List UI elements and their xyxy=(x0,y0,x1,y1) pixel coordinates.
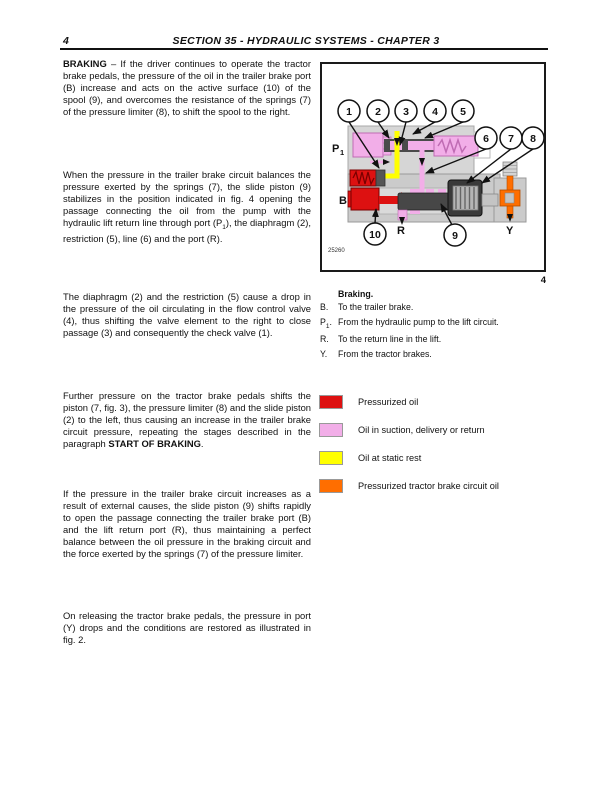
legend-item-pressurized: Pressurized oil xyxy=(319,395,579,409)
paragraph-release-text: On releasing the tractor brake pedals, t… xyxy=(63,610,311,645)
static-oil-swatch xyxy=(319,451,343,465)
callout-10: 10 xyxy=(363,222,387,246)
svg-text:9: 9 xyxy=(452,230,458,242)
paragraph-external-causes: If the pressure in the trailer brake cir… xyxy=(63,488,311,559)
svg-text:2: 2 xyxy=(375,106,381,118)
port-labels: P 1 B R Y xyxy=(332,143,514,237)
callout-9: 9 xyxy=(443,223,467,247)
legend-label: Pressurized oil xyxy=(358,397,419,407)
svg-text:1: 1 xyxy=(346,106,352,118)
header-rule xyxy=(60,48,548,50)
legend-label: Pressurized tractor brake circuit oil xyxy=(358,481,499,491)
callout-5: 5 xyxy=(451,99,475,123)
legend-label: Oil in suction, delivery or return xyxy=(358,425,485,435)
callout-8: 8 xyxy=(521,126,545,150)
page-title: SECTION 35 - HYDRAULIC SYSTEMS - CHAPTER… xyxy=(172,35,440,47)
key-letter-r: R. xyxy=(320,333,329,344)
tractor-brake-oil-swatch xyxy=(319,479,343,493)
port-label-b: B xyxy=(339,195,347,207)
hydraulic-valve-diagram: 1 2 3 4 5 6 7 8 9 10 P 1 B R Y 25260 xyxy=(328,99,545,254)
svg-text:4: 4 xyxy=(432,106,438,118)
callout-2: 2 xyxy=(366,99,390,123)
figure-code: 25260 xyxy=(328,248,345,254)
port-label-y: Y xyxy=(506,225,514,237)
paragraph-further-text: Further pressure on the tractor brake pe… xyxy=(63,390,311,449)
key-text-r: To the return line in the lift. xyxy=(338,333,442,344)
svg-text:6: 6 xyxy=(483,133,489,145)
legend-item-tractor-brake: Pressurized tractor brake circuit oil xyxy=(319,479,579,493)
upper-spool-assembly xyxy=(352,132,479,165)
key-row-b: B. To the trailer brake. xyxy=(320,302,560,312)
callout-1: 1 xyxy=(337,99,361,123)
callout-7: 7 xyxy=(499,126,523,150)
legend-label: Oil at static rest xyxy=(358,453,422,463)
page-number: 4 xyxy=(63,35,69,47)
limiter-spring-housing xyxy=(447,179,499,217)
start-of-braking-ref: START OF BRAKING xyxy=(108,437,201,449)
key-row-y: Y. From the tractor brakes. xyxy=(320,349,560,359)
key-letter-y: Y. xyxy=(320,348,328,359)
check-valve-fitting xyxy=(349,169,386,187)
key-text-p1: From the hydraulic pump to the lift circ… xyxy=(338,316,499,327)
paragraph-further-pressure: Further pressure on the tractor brake pe… xyxy=(63,390,311,450)
paragraph-braking: BRAKING – If the driver continues to ope… xyxy=(63,58,311,118)
svg-text:8: 8 xyxy=(530,133,536,145)
figure-key: B. To the trailer brake. P1. From the hy… xyxy=(320,302,560,363)
key-row-p1: P1. From the hydraulic pump to the lift … xyxy=(320,317,560,330)
figure-number: 4 xyxy=(540,275,546,286)
p1-subscript: 1 xyxy=(222,223,226,231)
paragraph-release: On releasing the tractor brake pedals, t… xyxy=(63,610,311,646)
paragraph-external-text: If the pressure in the trailer brake cir… xyxy=(63,488,311,559)
paragraph-diaphragm: The diaphragm (2) and the restriction (5… xyxy=(63,291,311,339)
oil-color-legend: Pressurized oil Oil in suction, delivery… xyxy=(319,395,579,507)
key-text-b: To the trailer brake. xyxy=(338,302,414,312)
callout-3: 3 xyxy=(394,99,418,123)
legend-item-suction: Oil in suction, delivery or return xyxy=(319,423,579,437)
callout-4: 4 xyxy=(423,99,447,123)
static-oil-line xyxy=(384,131,400,179)
svg-text:7: 7 xyxy=(508,133,514,145)
key-row-r: R. To the return line in the lift. xyxy=(320,334,560,344)
suction-oil-swatch xyxy=(319,423,343,437)
svg-text:5: 5 xyxy=(460,106,466,118)
return-port-drain xyxy=(397,209,408,225)
port-label-p1-sub: 1 xyxy=(340,148,344,157)
paragraph-balance-text-b: ), the diaphragm (2), restriction (5), l… xyxy=(63,216,311,245)
braking-text: – If the driver continues to operate the… xyxy=(63,58,311,117)
paragraph-balance-text-a: When the pressure in the trailer brake c… xyxy=(63,169,311,228)
limiter-spring xyxy=(437,137,467,155)
svg-text:10: 10 xyxy=(369,229,381,241)
callout-leaders xyxy=(348,121,534,226)
paragraph-diaphragm-text: The diaphragm (2) and the restriction (5… xyxy=(63,291,311,338)
figure-caption-title: Braking. xyxy=(338,289,374,299)
callout-6: 6 xyxy=(474,126,498,150)
braking-lead: BRAKING xyxy=(63,58,107,69)
pressurized-oil-swatch xyxy=(319,395,343,409)
paragraph-balance: When the pressure in the trailer brake c… xyxy=(63,169,311,245)
svg-text:3: 3 xyxy=(403,106,409,118)
key-letter-p1: P1. xyxy=(320,316,332,330)
figure-frame: 1 2 3 4 5 6 7 8 9 10 P 1 B R Y 25260 xyxy=(320,62,546,272)
key-text-y: From the tractor brakes. xyxy=(338,348,432,359)
return-line-6 xyxy=(419,150,425,194)
port-label-r: R xyxy=(397,225,405,237)
port-label-p1: P xyxy=(332,143,339,155)
key-letter-b: B. xyxy=(320,302,329,312)
paragraph-further-end: . xyxy=(200,437,204,449)
legend-item-static: Oil at static rest xyxy=(319,451,579,465)
